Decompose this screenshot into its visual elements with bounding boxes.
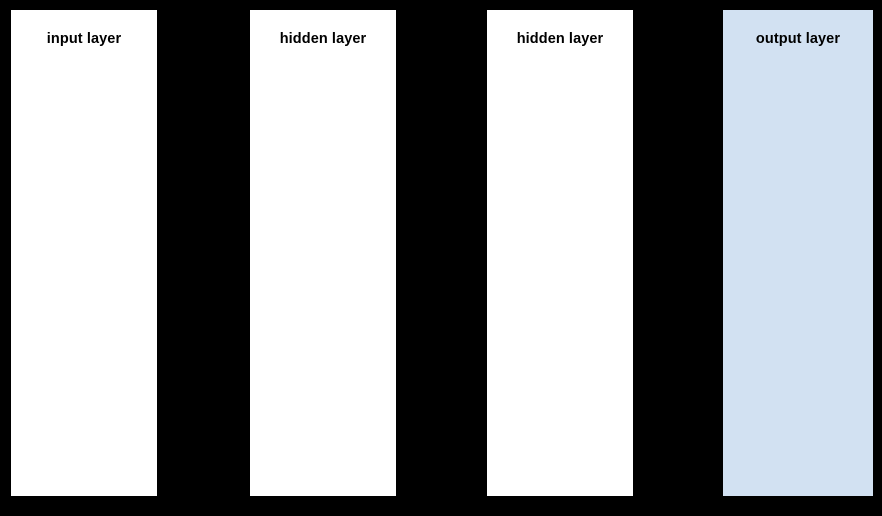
layer-title-hidden-2: hidden layer (516, 31, 604, 47)
gap-mask-left (0, 0, 11, 516)
gap-mask-right (873, 0, 882, 516)
gap-mask-2 (396, 0, 487, 516)
layer-panel-hidden-2[interactable]: hidden layer (487, 10, 633, 496)
gap-mask-3 (633, 0, 723, 516)
layer-panel-input[interactable]: input layer (11, 10, 157, 496)
gap-mask-bottom (0, 496, 882, 516)
layer-panel-output[interactable]: output layer (723, 10, 873, 496)
gap-mask-top (0, 0, 882, 10)
layer-title-output: output layer (755, 31, 841, 47)
gap-mask-1 (157, 0, 250, 516)
layer-panel-hidden-1[interactable]: hidden layer (250, 10, 396, 496)
layer-title-hidden-1: hidden layer (279, 31, 367, 47)
layer-title-input: input layer (46, 31, 122, 47)
